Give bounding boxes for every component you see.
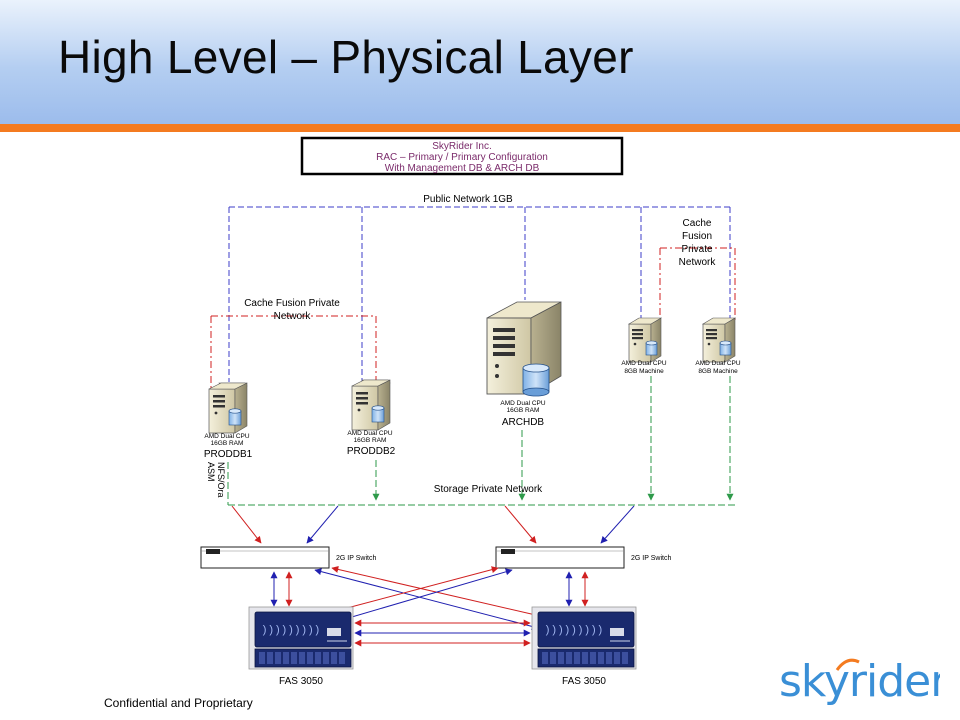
nfs-label-line1: NFS/Ora: [216, 462, 226, 498]
cache-fusion-right-line4: Network: [679, 257, 717, 268]
archdb-spec1: AMD Dual CPU: [500, 400, 545, 407]
accent-bar: [0, 124, 960, 132]
server-proddb2: AMD Dual CPU 16GB RAM PRODDB2: [347, 379, 396, 457]
filer-left: ))))))))) FAS 3050: [248, 606, 354, 687]
mgmt2-spec2: 8GB Machine: [698, 368, 738, 375]
mgmt2-spec1: AMD Dual CPU: [695, 360, 740, 367]
filer-right: ))))))))) FAS 3050: [531, 606, 637, 687]
storage-network: [227, 376, 738, 506]
mgmt1-spec1: AMD Dual CPU: [621, 360, 666, 367]
cache-fusion-left: [210, 315, 377, 390]
mgmt1-spec2: 8GB Machine: [624, 368, 664, 375]
logo-text: skyrider: [779, 656, 940, 707]
skyrider-logo: skyrider: [779, 656, 940, 707]
storage-to-switch-links: [231, 505, 635, 544]
archdb-name: ARCHDB: [502, 417, 545, 428]
title-box-line2: RAC – Primary / Primary Configuration: [376, 152, 548, 163]
cross-links: [314, 566, 541, 630]
diagram-title-box: SkyRider Inc. RAC – Primary / Primary Co…: [300, 136, 624, 176]
switch-right-label: 2G IP Switch: [631, 555, 671, 562]
title-box-line3: With Management DB & ARCH DB: [385, 163, 540, 174]
cache-fusion-right-line2: Fusion: [682, 231, 712, 242]
filer-interconnect: [354, 619, 531, 647]
switch-left: 2G IP Switch: [200, 546, 376, 569]
svg-text:))))))))): ))))))))): [544, 625, 603, 637]
archdb-spec2: 16GB RAM: [507, 407, 540, 414]
logo-swoosh: [835, 658, 860, 671]
slide-title: High Level – Physical Layer: [58, 31, 634, 83]
switch-left-label: 2G IP Switch: [336, 555, 376, 562]
footer-text: Confidential and Proprietary: [104, 696, 253, 710]
public-network-label: Public Network 1GB: [423, 194, 513, 205]
nfs-label: NFS/Ora ASM: [206, 462, 226, 498]
nfs-label-line2: ASM: [206, 462, 216, 482]
proddb2-name: PRODDB2: [347, 446, 396, 457]
proddb1-spec1: AMD Dual CPU: [204, 433, 249, 440]
server-mgmt1: AMD Dual CPU 8GB Machine: [621, 317, 667, 375]
filer-right-label: FAS 3050: [562, 676, 606, 687]
title-banner: [0, 0, 960, 124]
proddb1-name: PRODDB1: [204, 449, 253, 460]
switch-right: 2G IP Switch: [495, 546, 671, 569]
filer-left-label: FAS 3050: [279, 676, 323, 687]
cache-fusion-left-line1: Cache Fusion Private: [244, 298, 340, 309]
storage-network-label: Storage Private Network: [434, 484, 543, 495]
proddb2-spec2: 16GB RAM: [354, 437, 387, 444]
cache-fusion-right-line3: Private: [681, 244, 713, 255]
proddb2-spec1: AMD Dual CPU: [347, 430, 392, 437]
public-network: [228, 206, 731, 382]
title-box-line1: SkyRider Inc.: [432, 141, 491, 152]
cache-fusion-left-line2: Network: [274, 311, 312, 322]
svg-text:))))))))): ))))))))): [261, 625, 320, 637]
cache-fusion-right-label: Cache Fusion Private Network: [679, 218, 717, 268]
server-proddb1: AMD Dual CPU 16GB RAM PRODDB1: [204, 382, 253, 460]
server-mgmt2: AMD Dual CPU 8GB Machine: [695, 317, 741, 375]
cache-fusion-right-line1: Cache: [683, 218, 712, 229]
switch-to-filer-links: [270, 571, 589, 607]
cache-fusion-right: [659, 247, 736, 320]
server-archdb: AMD Dual CPU 16GB RAM ARCHDB: [486, 301, 562, 428]
proddb1-spec2: 16GB RAM: [211, 440, 244, 447]
